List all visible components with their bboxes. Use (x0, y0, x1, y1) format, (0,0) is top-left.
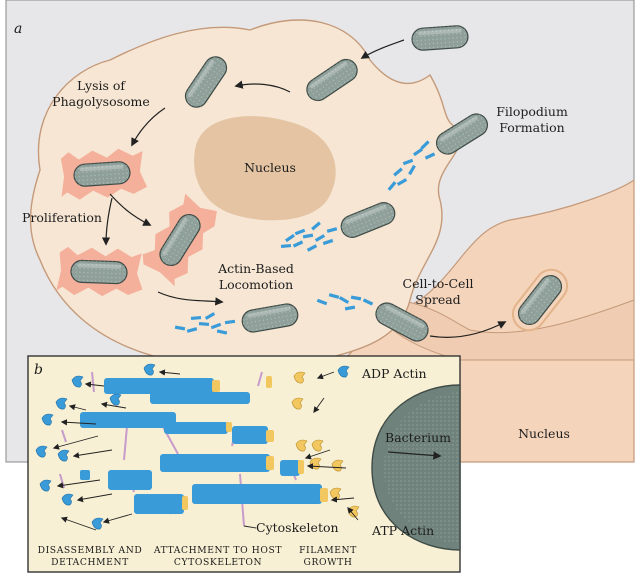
caption-growth: GROWTH (304, 557, 353, 568)
label-phagolysosome: Phagolysosome (52, 94, 150, 109)
curved-arrow-icon (101, 39, 507, 338)
caption-cytoskeleton: CYTOSKELETON (174, 557, 262, 568)
caption-disassembly: DISASSEMBLY AND (38, 545, 143, 556)
label-formation: Formation (499, 120, 564, 135)
caption-detachment: DETACHMENT (51, 557, 129, 568)
bacterium-entering (410, 24, 470, 52)
label-atp-actin: ATP Actin (371, 523, 434, 538)
actin-filament-icon (80, 378, 322, 514)
label-actin-based: Actin-Based (217, 261, 294, 276)
bacterium-proliferating-1 (142, 193, 217, 287)
label-bacterium: Bacterium (385, 430, 451, 445)
bacterium-proliferating-2 (56, 246, 143, 297)
label-filopodium: Filopodium (496, 104, 568, 119)
caption-filament: FILAMENT (299, 545, 357, 556)
label-adp-actin: ADP Actin (361, 366, 427, 381)
nucleus (194, 116, 336, 221)
label-nucleus-neighbor: Nucleus (518, 426, 570, 441)
bacterium-lysis (60, 148, 148, 200)
label-nucleus: Nucleus (244, 160, 296, 175)
caption-attachment: ATTACHMENT TO HOST (153, 545, 283, 556)
panel-a-tag: a (14, 21, 22, 37)
neighbor-cell-2 (369, 298, 635, 361)
label-cytoskeleton: Cytoskeleton (256, 520, 339, 535)
label-spread: Spread (415, 292, 460, 307)
label-locomotion: Locomotion (219, 277, 293, 292)
label-proliferation: Proliferation (22, 210, 102, 225)
panel-b: b Bacterium (27, 355, 461, 573)
bacterium-neighbor (511, 268, 569, 332)
label-lysis: Lysis of (77, 78, 126, 93)
leader-line (243, 525, 257, 529)
monomer-arrows (52, 369, 359, 531)
panel-b-tag: b (34, 362, 43, 378)
arrow-icon (387, 451, 442, 460)
label-cell-to-cell: Cell-to-Cell (403, 276, 474, 291)
atp-filament-tips (182, 376, 328, 510)
